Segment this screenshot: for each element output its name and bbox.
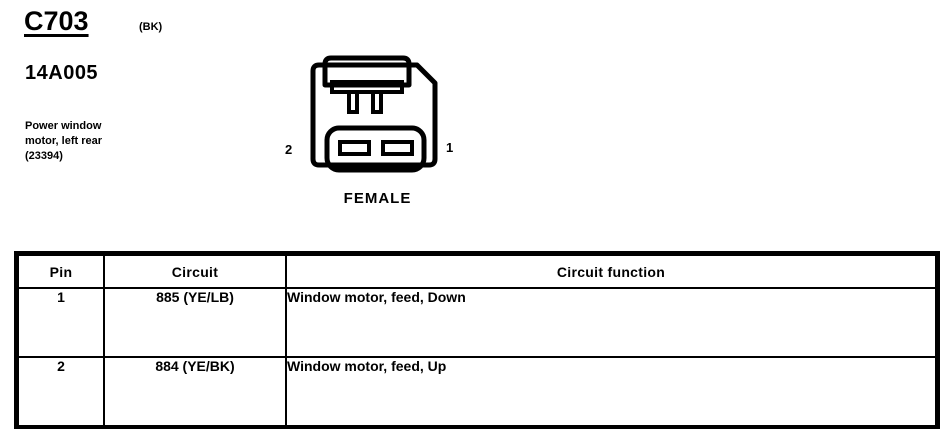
pin-table-container: Pin Circuit Circuit function 1 885 (YE/L… [14, 251, 940, 429]
connector-pin-label-1: 1 [446, 140, 454, 155]
component-description-line-3: (23394) [25, 150, 63, 162]
connector-pin-label-2: 2 [285, 142, 293, 157]
cell-pin: 1 [17, 287, 105, 358]
cell-function: Window motor, feed, Up [285, 356, 937, 427]
pin-table: Pin Circuit Circuit function 1 885 (YE/L… [17, 254, 937, 427]
connector-outline-icon [310, 55, 438, 173]
connector-color-code: (BK) [139, 21, 163, 33]
connector-id: C703 [24, 6, 89, 36]
part-number: 14A005 [25, 62, 99, 84]
cell-circuit: 885 (YE/LB) [103, 287, 287, 358]
column-header-function: Circuit function [285, 254, 937, 289]
table-row: 2 884 (YE/BK) Window motor, feed, Up [17, 356, 937, 427]
column-header-circuit: Circuit [103, 254, 287, 289]
component-description-line-2: motor, left rear [25, 135, 103, 147]
table-row: 1 885 (YE/LB) Window motor, feed, Down [17, 287, 937, 358]
connector-diagram: 2 1 FEMALE [270, 25, 485, 215]
column-header-pin: Pin [17, 254, 105, 289]
table-header-row: Pin Circuit Circuit function [17, 254, 937, 289]
cell-pin: 2 [17, 356, 105, 427]
connector-gender-label: FEMALE [343, 190, 412, 207]
component-description-line-1: Power window [25, 120, 102, 132]
cell-circuit: 884 (YE/BK) [103, 356, 287, 427]
component-description: Power window motor, left rear (23394) [25, 119, 175, 164]
cell-function: Window motor, feed, Down [285, 287, 937, 358]
